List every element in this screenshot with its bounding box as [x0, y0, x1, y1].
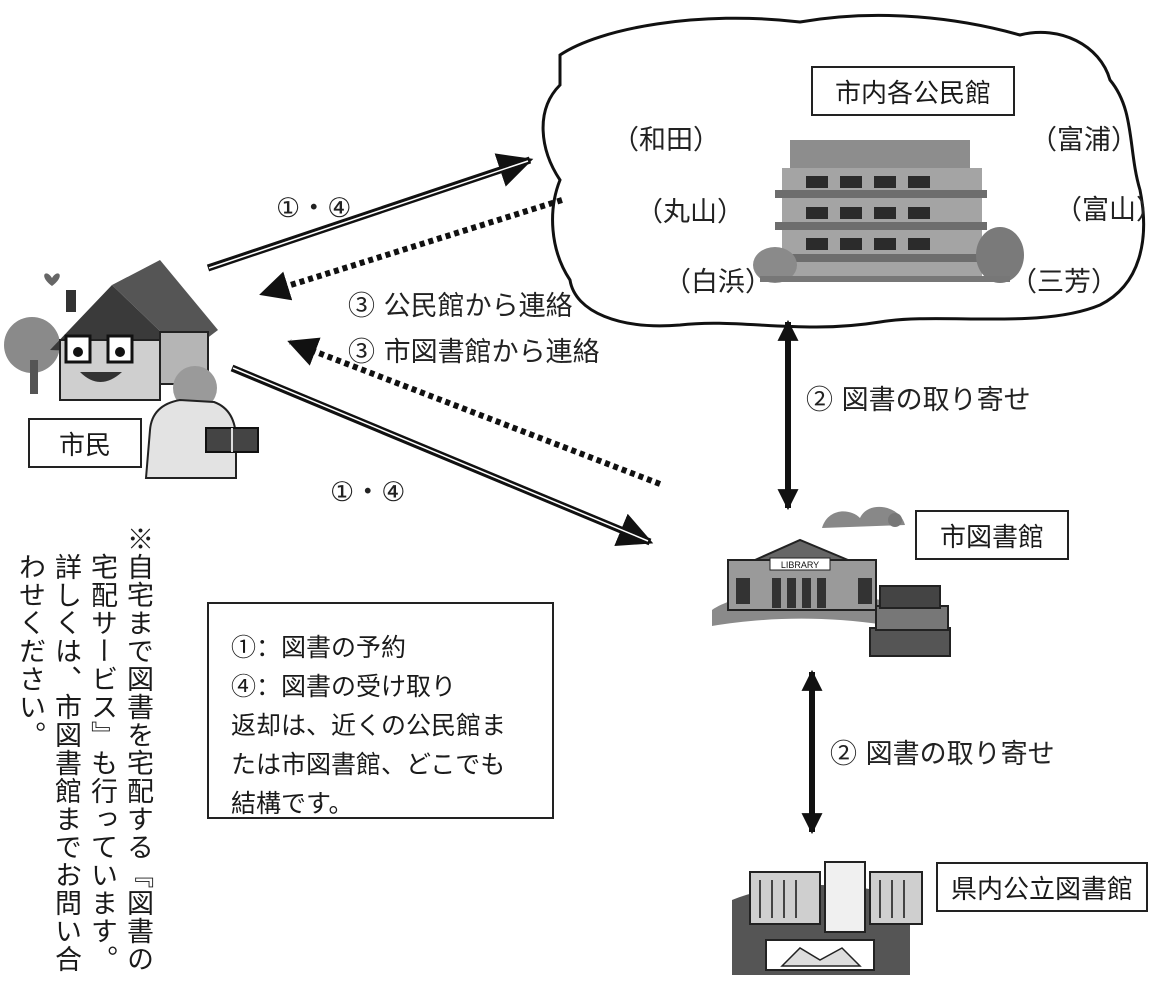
prefectural-library-icon [732, 861, 923, 975]
legend-line-2: ④：図書の受け取り [231, 672, 457, 701]
transfer-label-upper: ② 図書の取り寄せ [806, 385, 1031, 416]
library-sign-text: LIBRARY [781, 560, 819, 570]
citizen-label: 市民 [28, 418, 142, 468]
prefectural-library-label: 県内公立図書館 [936, 862, 1148, 912]
step-label-top: ①・④ [276, 193, 352, 224]
city-library-icon: LIBRARY [712, 506, 951, 657]
contact-from-library-label: ③ 市図書館から連絡 [348, 337, 600, 368]
community-hall-building-icon [753, 140, 1024, 283]
city-library-label: 市図書館 [915, 510, 1069, 560]
reservation-arrow-to-library [230, 364, 654, 547]
note-column-4: わせください。 [14, 553, 45, 749]
contact-arrow-from-halls [259, 197, 563, 301]
legend-line-1: ①：図書の予約 [231, 633, 407, 662]
legend-line-4: たは市図書館、どこでも [231, 750, 506, 779]
legend-box: ①：図書の予約 ④：図書の受け取り 返却は、近くの公民館ま たは市図書館、どこで… [207, 602, 554, 819]
hall-tomiyama: （富山） [1055, 195, 1157, 226]
hall-tomiura: （富浦） [1030, 125, 1138, 156]
legend-line-5: 結構です。 [231, 789, 354, 818]
legend-line-3: 返却は、近くの公民館ま [231, 711, 507, 740]
reading-person-icon [144, 366, 259, 479]
community-halls-title: 市内各公民館 [811, 66, 1015, 116]
contact-arrow-from-library [287, 337, 662, 487]
step-label-bottom: ①・④ [330, 477, 406, 508]
note-column-3: 詳しくは、市図書館までお問い合 [50, 553, 81, 973]
hall-wada: （和田） [612, 125, 720, 156]
note-column-1: ※自宅まで図書を宅配する『図書の [122, 525, 153, 973]
transfer-label-lower: ② 図書の取り寄せ [830, 739, 1055, 770]
hall-maruyama: （丸山） [636, 197, 744, 228]
contact-from-hall-label: ③ 公民館から連絡 [348, 291, 573, 322]
reservation-arrow-to-halls [206, 153, 534, 272]
hall-miyoshi: （三芳） [1010, 267, 1118, 298]
note-column-2: 宅配サービス』も行っています。 [86, 553, 117, 973]
hall-shirahama: （白浜） [664, 267, 772, 298]
citizen-house-icon [4, 260, 218, 401]
